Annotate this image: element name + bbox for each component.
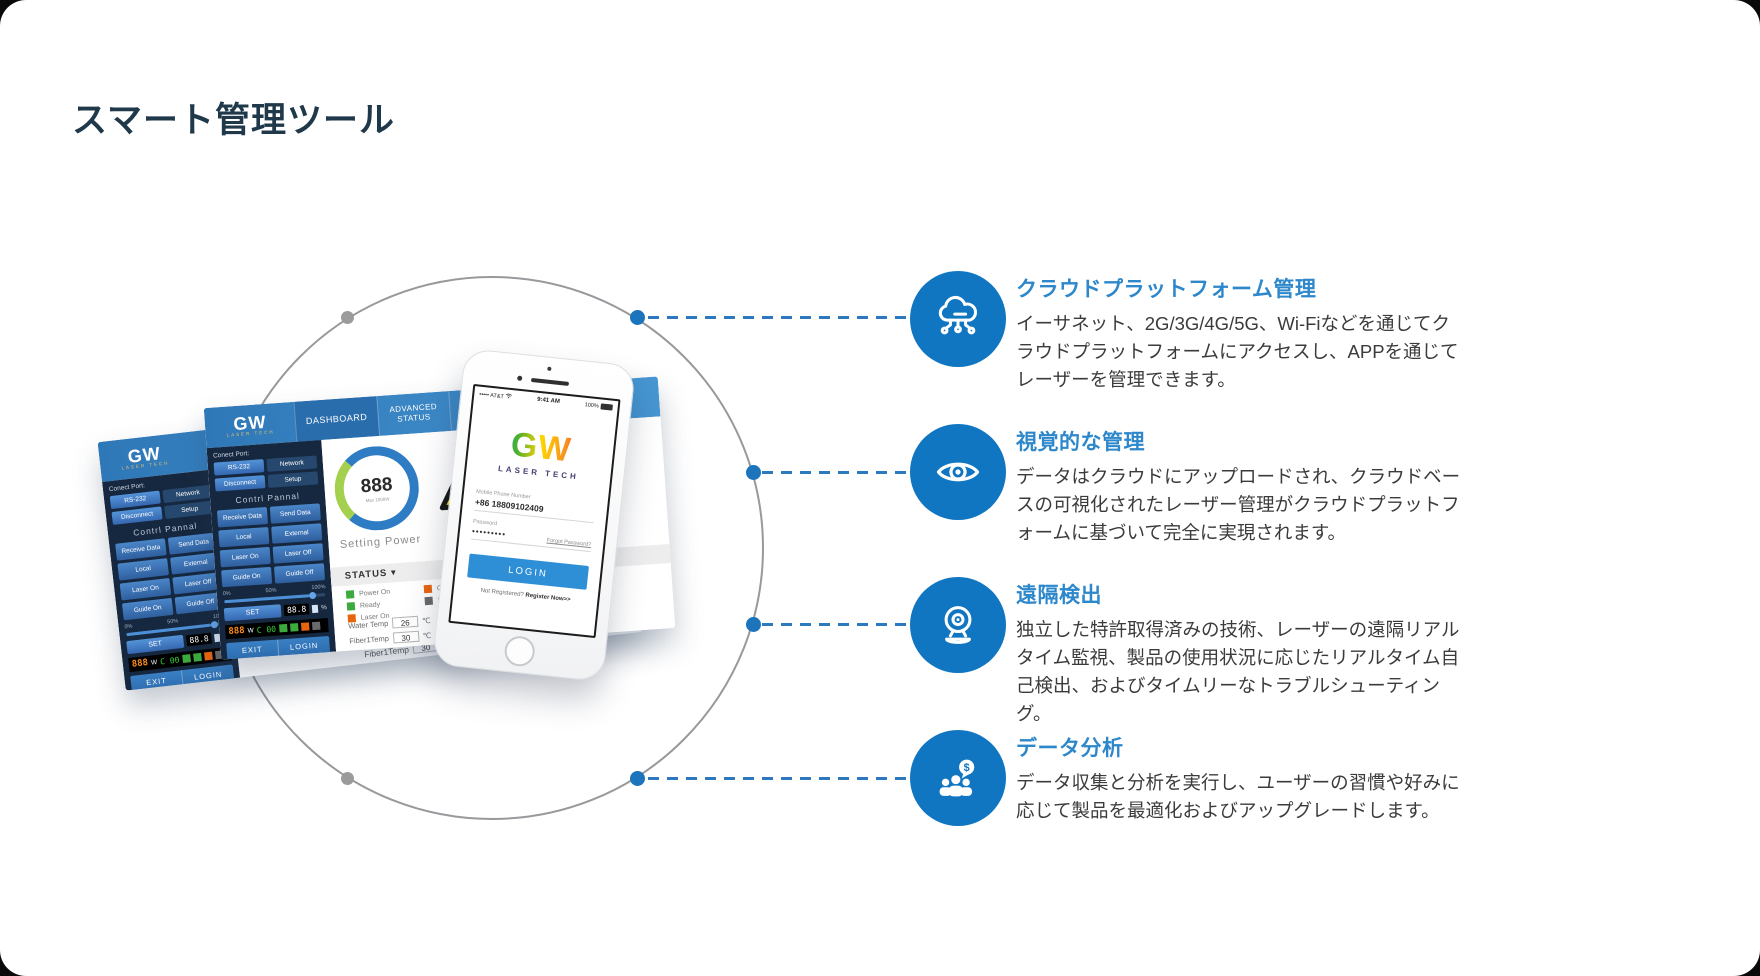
page-title: スマート管理ツール xyxy=(72,101,395,140)
cloud-network-icon xyxy=(910,271,1006,367)
dashed-connector-1 xyxy=(648,316,906,319)
register-now-link[interactable]: Register Now>> xyxy=(525,592,571,604)
dashed-connector-4 xyxy=(648,777,906,780)
phone-mockup: ••••• AT&T 9:41 AM 100% GW LASER TECH Mo… xyxy=(431,347,637,683)
feature-title-visual: 視覚的な管理 xyxy=(1016,431,1145,454)
gw-app-logo: GW LASER TECH xyxy=(466,421,614,485)
sensor-dot-icon xyxy=(516,375,523,382)
phone-screen: ••••• AT&T 9:41 AM 100% GW LASER TECH Mo… xyxy=(448,383,621,639)
eye-icon xyxy=(910,424,1006,520)
status-led-green xyxy=(289,623,299,632)
rs232-button[interactable]: RS-232 xyxy=(213,459,265,476)
slider-thumb[interactable] xyxy=(308,591,317,600)
disconnect-button[interactable]: Disconnect xyxy=(214,475,266,492)
people-dollar-icon: $ xyxy=(910,730,1006,826)
slider-thumb[interactable] xyxy=(210,620,219,629)
set-button[interactable]: SET xyxy=(223,604,282,622)
exit-button[interactable]: EXIT xyxy=(130,670,184,691)
gw-logo: GW LASER TECH xyxy=(226,411,275,438)
send-data-button[interactable]: Send Data xyxy=(269,503,321,524)
seven-segment-display: 888 W C 00 xyxy=(224,618,329,640)
status-led-green xyxy=(278,623,288,633)
setup-button[interactable]: Setup xyxy=(267,471,319,488)
webcam-icon xyxy=(910,577,1006,673)
setting-power-gauge: 888 Max 1000W Setting Power xyxy=(331,443,423,551)
power-readout: 88.8 xyxy=(185,632,213,647)
connector-dot-blue-3 xyxy=(746,617,761,632)
connector-dot-blue-4 xyxy=(630,771,645,786)
status-led-green xyxy=(181,654,191,664)
forgot-password-link[interactable]: Forgot Password? xyxy=(546,537,592,549)
readout-indicator xyxy=(311,604,319,613)
guide-on-button[interactable]: Guide On xyxy=(121,597,174,621)
connector-dot-blue-1 xyxy=(630,310,645,325)
connector-dot-blue-2 xyxy=(746,465,761,480)
feature-body-cloud: イーサネット、2G/3G/4G/5G、Wi-Fiなどを通じてクラウドプラットフォ… xyxy=(1016,313,1459,390)
connector-dot-gray-bottom xyxy=(341,772,354,785)
guide-off-button[interactable]: Guide Off xyxy=(273,563,326,584)
status-led-green xyxy=(192,652,202,662)
laser-on-button[interactable]: Laser On xyxy=(219,546,271,568)
home-button[interactable] xyxy=(503,634,537,668)
password-input[interactable]: ••••••••• xyxy=(471,526,507,540)
receive-data-button[interactable]: Receive Data xyxy=(115,538,167,561)
connector-dot-gray-top xyxy=(341,311,354,324)
battery-icon xyxy=(600,403,613,411)
send-data-button[interactable]: Send Data xyxy=(167,532,220,555)
power-readout: 88.8 xyxy=(283,603,310,617)
laser-on-button[interactable]: Laser On xyxy=(119,577,172,601)
disconnect-button[interactable]: Disconnect xyxy=(111,506,163,526)
feature-body-visual: データはクラウドにアップロードされ、クラウドベースの可視化されたレーザー管理がク… xyxy=(1016,466,1461,543)
front-camera-icon xyxy=(547,366,552,372)
local-button[interactable]: Local xyxy=(117,558,170,581)
dashed-connector-3 xyxy=(762,623,906,626)
wifi-icon xyxy=(505,393,512,399)
feature-body-remote: 独立した特許取得済みの技術、レーザーの遠隔リアルタイム監視、製品の使用状況に応じ… xyxy=(1016,619,1460,724)
dashed-connector-2 xyxy=(762,471,906,474)
feature-title-cloud: クラウドプラットフォーム管理 xyxy=(1016,278,1317,301)
speaker-slot xyxy=(530,377,570,386)
control-sidebar: Conect Port: RS-232 Network Disconnect S… xyxy=(206,440,337,660)
network-button[interactable]: Network xyxy=(266,455,318,472)
local-button[interactable]: Local xyxy=(218,526,270,548)
setup-button[interactable]: Setup xyxy=(164,500,216,520)
status-led-orange xyxy=(203,651,213,661)
receive-data-button[interactable]: Receive Data xyxy=(216,507,268,528)
status-led-gray xyxy=(311,621,321,631)
not-registered-text: Not Registered? xyxy=(480,587,525,599)
feature-title-remote: 遠隔検出 xyxy=(1016,584,1102,607)
status-led-orange xyxy=(300,622,310,631)
dropdown-caret-icon: ▾ xyxy=(390,567,398,579)
external-button[interactable]: External xyxy=(271,523,323,544)
set-button[interactable]: SET xyxy=(126,634,185,655)
feature-body-data: データ収集と分析を実行し、ユーザーの習慣や好みに応じて製品を最適化およびアップグ… xyxy=(1016,772,1460,821)
svg-text:$: $ xyxy=(964,762,970,774)
guide-on-button[interactable]: Guide On xyxy=(221,566,273,588)
feature-title-data: データ分析 xyxy=(1016,737,1124,760)
phone-status-bar: ••••• AT&T 9:41 AM 100% xyxy=(474,386,618,412)
login-button[interactable]: LOGIN xyxy=(193,669,223,682)
nav-tab-dashboard[interactable]: DASHBOARD xyxy=(293,396,379,442)
login-button[interactable]: LOGIN xyxy=(467,553,589,590)
nav-tab-advanced-status[interactable]: ADVANCED STATUS xyxy=(375,391,451,437)
laser-off-button[interactable]: Laser Off xyxy=(272,543,324,564)
